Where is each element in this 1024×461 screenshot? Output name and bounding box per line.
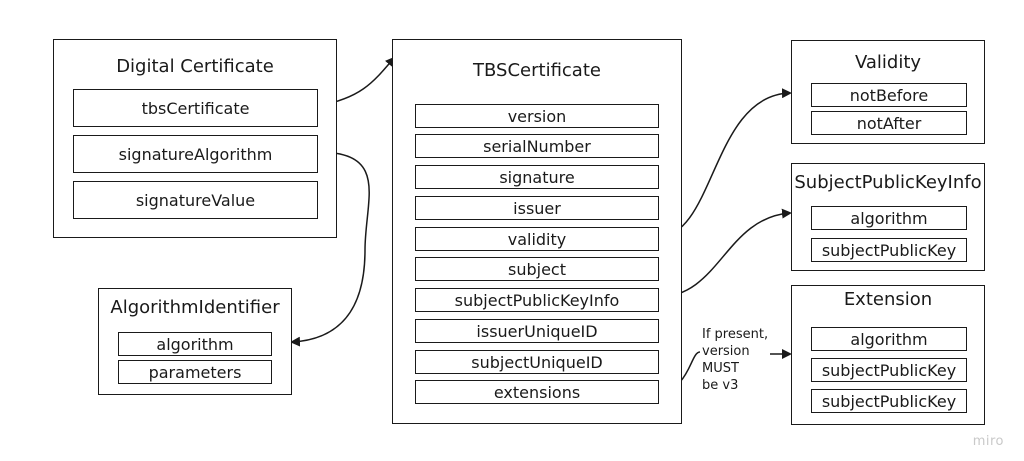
validity-box: Validity notBefore notAfter [791,40,985,144]
digital-certificate-title: Digital Certificate [116,56,274,77]
spki-algorithm-field: algorithm [811,206,967,230]
tbscertificate-field: tbsCertificate [73,89,318,127]
miro-watermark: miro [972,434,1004,449]
algorithm-identifier-box: AlgorithmIdentifier algorithm parameters [98,288,292,395]
tbs-extensions-field: extensions [415,380,659,404]
tbs-certificate-title: TBSCertificate [473,60,601,81]
tbs-issueruniqueid-field: issuerUniqueID [415,319,659,343]
validity-notafter-field: notAfter [811,111,967,135]
extension-title: Extension [843,289,933,310]
validity-notbefore-field: notBefore [811,83,967,107]
validity-title: Validity [854,52,922,73]
extensions-version-note: If present, version MUST be v3 [702,327,769,393]
algorithm-identifier-title: AlgorithmIdentifier [110,297,280,318]
extension-subjectpublickey-field-2: subjectPublicKey [811,389,967,413]
tbs-version-field: version [415,104,659,128]
tbs-subjectuniqueid-field: subjectUniqueID [415,350,659,374]
tbs-signature-field: signature [415,165,659,189]
tbs-serialnumber-field: serialNumber [415,134,659,158]
tbs-subjectpublickeyinfo-field: subjectPublicKeyInfo [415,288,659,312]
algorithm-identifier-parameters-field: parameters [118,360,272,384]
subject-public-key-info-box: SubjectPublicKeyInfo algorithm subjectPu… [791,163,985,271]
signaturevalue-field: signatureValue [73,181,318,219]
tbs-subject-field: subject [415,257,659,281]
signaturealgorithm-field: signatureAlgorithm [73,135,318,173]
spki-subjectpublickey-field: subjectPublicKey [811,238,967,262]
tbs-certificate-box: TBSCertificate version serialNumber sign… [392,39,682,424]
digital-certificate-box: Digital Certificate tbsCertificate signa… [53,39,337,238]
extension-algorithm-field: algorithm [811,327,967,351]
tbs-validity-field: validity [415,227,659,251]
algorithm-identifier-algorithm-field: algorithm [118,332,272,356]
tbs-issuer-field: issuer [415,196,659,220]
extension-box: Extension algorithm subjectPublicKey sub… [791,285,985,425]
subject-public-key-info-title: SubjectPublicKeyInfo [794,172,982,193]
extension-subjectpublickey-field-1: subjectPublicKey [811,358,967,382]
